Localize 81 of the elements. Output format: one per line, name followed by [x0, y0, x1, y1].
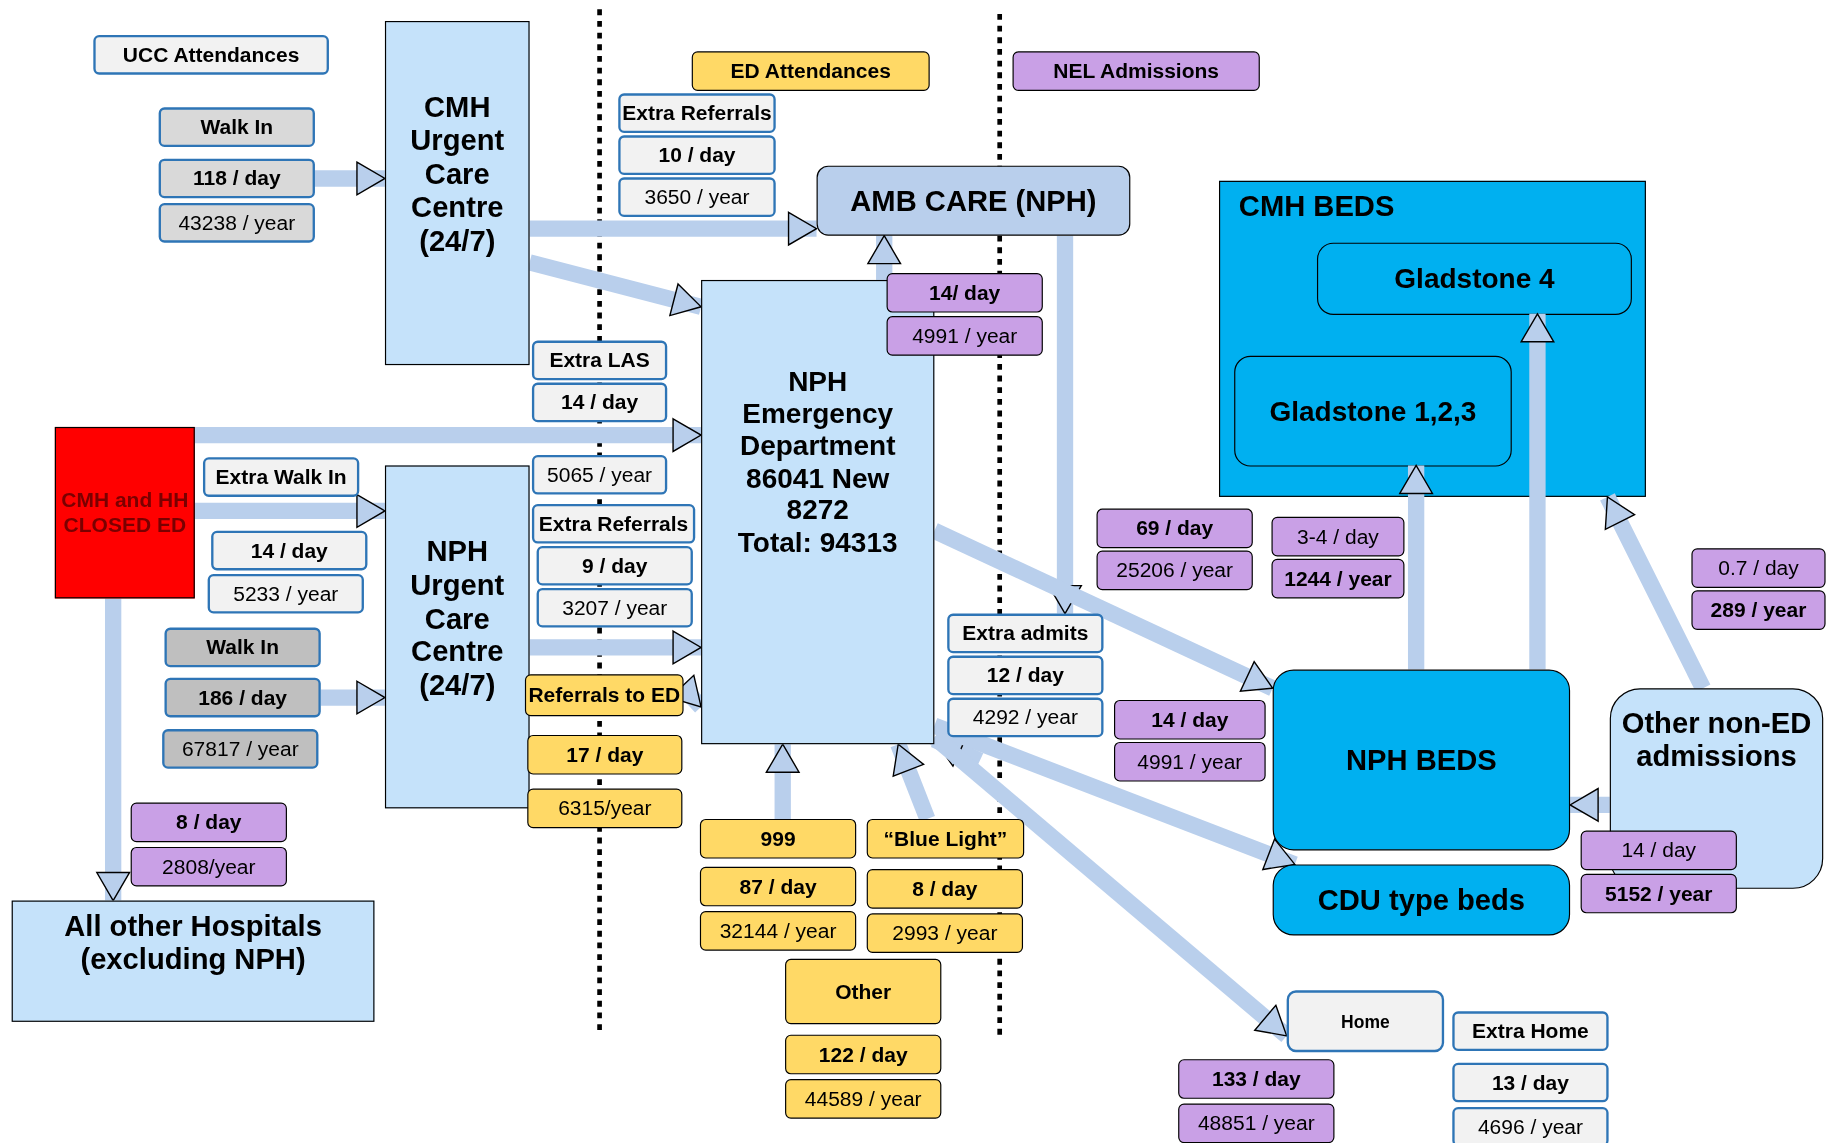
- count-box: 10 / day: [618, 135, 776, 175]
- count-box: 14 / day: [1114, 699, 1266, 740]
- count-box: 6315/year: [527, 788, 683, 829]
- count-box: 43238 / year: [158, 202, 315, 243]
- count-box: Walk In: [164, 627, 321, 668]
- service-box: CMH Urgent Care Centre (24/7): [384, 21, 530, 366]
- count-box: 4991 / year: [1114, 741, 1266, 782]
- count-box: 17 / day: [527, 734, 683, 775]
- count-box: Other: [785, 958, 942, 1025]
- block-arrow: [867, 234, 902, 280]
- count-box: 8 / day: [866, 869, 1023, 909]
- count-box: 12 / day: [947, 655, 1104, 696]
- count-box: 5065 / year: [531, 454, 668, 495]
- count-box: Referrals to ED: [524, 674, 684, 717]
- block-arrow: [529, 211, 818, 246]
- count-box: 48851 / year: [1178, 1103, 1335, 1143]
- count-box: 44589 / year: [785, 1079, 942, 1119]
- count-box: ED Attendances: [691, 51, 930, 91]
- count-box: 14 / day: [1580, 830, 1737, 871]
- count-box: 2808/year: [130, 846, 287, 887]
- count-box: Walk In: [158, 107, 315, 147]
- count-box: Extra LAS: [531, 340, 668, 381]
- count-box: 13 / day: [1452, 1062, 1609, 1103]
- count-box: 69 / day: [1096, 508, 1253, 549]
- service-box: NPH Urgent Care Centre (24/7): [384, 465, 530, 809]
- count-box: 8 / day: [130, 802, 287, 843]
- count-box: 5152 / year: [1580, 873, 1737, 914]
- block-arrow: [1569, 787, 1610, 822]
- count-box: 4696 / year: [1452, 1107, 1609, 1143]
- block-arrow: [194, 418, 702, 453]
- service-box: All other Hospitals (excluding NPH): [11, 900, 375, 1022]
- ward-box: NPH BEDS: [1272, 669, 1571, 851]
- count-box: 3650 / year: [618, 177, 776, 217]
- count-box: 4292 / year: [947, 697, 1104, 738]
- count-box: 186 / day: [164, 677, 321, 718]
- ward-box: Gladstone 4: [1317, 242, 1632, 315]
- count-box: 3-4 / day: [1271, 516, 1405, 557]
- block-arrow: [529, 630, 702, 665]
- count-box: 118 / day: [158, 158, 315, 199]
- count-box: “Blue Light”: [866, 818, 1025, 859]
- count-box: Extra Home: [1452, 1011, 1609, 1051]
- count-box: UCC Attendances: [93, 35, 329, 75]
- count-box: 2993 / year: [866, 913, 1023, 954]
- count-box: 9 / day: [536, 545, 693, 586]
- box-text: Total: 94313: [737, 526, 898, 559]
- count-box: 14/ day: [886, 272, 1043, 313]
- ward-group: [1219, 180, 1646, 497]
- count-box: 289 / year: [1691, 590, 1826, 630]
- count-box: NEL Admissions: [1012, 51, 1260, 91]
- count-box: 133 / day: [1178, 1059, 1335, 1099]
- count-box: 14 / day: [211, 530, 368, 571]
- block-arrow: [96, 598, 131, 902]
- service-box: AMB CARE (NPH): [816, 165, 1131, 236]
- count-box: Extra Referrals: [531, 503, 696, 544]
- box-text: 86041 New 8272: [745, 461, 891, 527]
- group-title: CMH BEDS: [1238, 188, 1395, 223]
- count-box: 999: [699, 818, 857, 859]
- count-box: 3207 / year: [536, 587, 693, 628]
- closed-unit-box: CMH and HH CLOSED ED: [54, 426, 195, 599]
- block-arrow: [314, 161, 386, 196]
- count-box: 1244 / year: [1271, 558, 1405, 599]
- block-arrow: [194, 493, 386, 528]
- count-box: 32144 / year: [699, 911, 857, 951]
- block-arrow: [1520, 313, 1555, 670]
- count-box: 4991 / year: [886, 316, 1043, 356]
- box-text: NPH Emergency Department: [738, 365, 897, 462]
- ward-box: Gladstone 1,2,3: [1234, 355, 1512, 467]
- count-box: 5233 / year: [207, 573, 364, 614]
- destination-box: Home: [1286, 990, 1445, 1053]
- count-box: 14 / day: [531, 382, 668, 423]
- count-box: 67817 / year: [162, 729, 319, 769]
- block-arrow: [320, 680, 386, 715]
- count-box: 122 / day: [785, 1034, 942, 1075]
- count-box: 0.7 / day: [1691, 548, 1826, 588]
- count-box: 87 / day: [699, 866, 857, 907]
- count-box: Extra admits: [947, 613, 1104, 654]
- ward-box: CDU type beds: [1272, 864, 1571, 936]
- count-box: Extra Walk In: [202, 457, 360, 497]
- block-arrow: [765, 743, 800, 819]
- count-box: 25206 / year: [1096, 550, 1253, 591]
- count-box: Extra Referrals: [618, 93, 776, 133]
